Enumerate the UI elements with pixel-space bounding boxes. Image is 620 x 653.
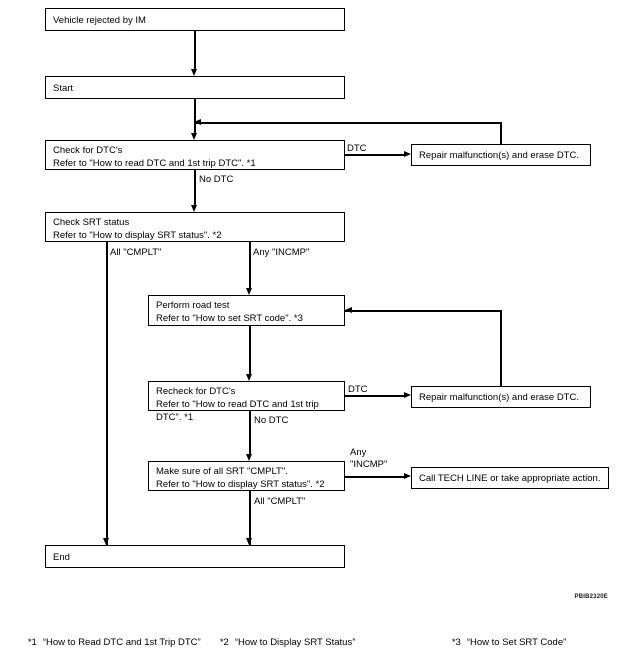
edge-label-all-cmplt-2: All "CMPLT" <box>254 496 306 507</box>
figure-code: PBIB2320E <box>574 594 608 600</box>
node-make-sure-srt[interactable]: Make sure of all SRT "CMPLT". Refer to "… <box>148 461 345 491</box>
node-repair-malfunction-1[interactable]: Repair malfunction(s) and erase DTC. <box>411 144 591 166</box>
connector-check-dtc-to-repair1 <box>344 154 404 156</box>
node-repair-malfunction-2[interactable]: Repair malfunction(s) and erase DTC. <box>411 386 591 408</box>
arrowhead-check-dtc-to-check-srt <box>191 205 197 212</box>
node-check-srt-status[interactable]: Check SRT status Refer to "How to displa… <box>45 212 345 242</box>
node-call-tech-line[interactable]: Call TECH LINE or take appropriate actio… <box>411 467 609 489</box>
arrowhead-all-cmplt-to-end <box>103 538 109 545</box>
footnotes: *1 “How to Read DTC and 1st Trip DTC” *2 “… <box>0 626 620 648</box>
arrowhead-make-sure-to-end <box>246 538 252 545</box>
footnote-2-mark: *2 <box>219 637 229 648</box>
footnote-1-mark: *1 <box>27 637 37 648</box>
arrowhead-start-to-check-dtc <box>191 133 197 140</box>
arrowhead-repair1-feedback <box>194 119 201 125</box>
edge-label-all-cmplt-1: All "CMPLT" <box>110 247 162 258</box>
connector-recheck-to-repair2 <box>345 395 404 397</box>
footnote-3: *3 “How to Set SRT Code” <box>436 626 566 653</box>
connector-vehicle-to-start <box>194 31 196 69</box>
footnote-3-text: “How to Set SRT Code” <box>466 637 567 648</box>
node-recheck-dtc[interactable]: Recheck for DTC's Refer to "How to read … <box>148 381 345 423</box>
arrowhead-recheck-to-make-sure <box>246 454 252 461</box>
connector-repair1-feedback-left <box>194 122 501 124</box>
connector-start-to-check-dtc <box>194 99 196 133</box>
arrowhead-make-sure-to-tech-line <box>404 473 411 479</box>
arrowhead-check-dtc-to-repair1 <box>404 151 411 157</box>
connector-make-sure-to-tech-line <box>345 476 404 478</box>
footnote-3-mark: *3 <box>451 637 461 648</box>
edge-label-any-incmp-2: Any "INCMP" <box>350 447 388 470</box>
node-start[interactable]: Start <box>45 76 345 99</box>
node-end[interactable]: End <box>45 545 345 568</box>
arrowhead-any-incmp-to-road-test <box>246 288 252 295</box>
connector-recheck-to-make-sure <box>249 411 251 455</box>
edge-label-any-incmp-1: Any "INCMP" <box>253 247 310 258</box>
arrowhead-road-test-to-recheck <box>246 374 252 381</box>
connector-check-srt-any-incmp <box>249 242 251 289</box>
connector-repair2-feedback-left <box>345 310 501 312</box>
footnote-1: *1 “How to Read DTC and 1st Trip DTC” <box>12 626 201 653</box>
footnote-2: *2 “How to Display SRT Status” <box>204 626 356 653</box>
arrowhead-recheck-to-repair2 <box>404 392 411 398</box>
node-vehicle-rejected[interactable]: Vehicle rejected by IM <box>45 8 345 31</box>
arrowhead-repair2-feedback <box>345 307 352 313</box>
footnote-2-text: “How to Display SRT Status” <box>234 637 356 648</box>
connector-check-srt-all-cmplt <box>106 242 108 545</box>
node-check-dtc[interactable]: Check for DTC's Refer to "How to read DT… <box>45 140 345 170</box>
edge-label-no-dtc-2: No DTC <box>254 415 289 426</box>
arrowhead-vehicle-to-start <box>191 69 197 76</box>
edge-label-dtc-2: DTC <box>348 384 368 395</box>
connector-check-dtc-to-check-srt <box>194 170 196 206</box>
connector-repair2-feedback-up <box>500 310 502 387</box>
connector-repair1-feedback-up <box>500 122 502 145</box>
node-perform-road-test[interactable]: Perform road test Refer to "How to set S… <box>148 295 345 326</box>
edge-label-dtc-1: DTC <box>347 143 367 154</box>
connector-road-test-to-recheck <box>249 326 251 374</box>
edge-label-no-dtc-1: No DTC <box>199 174 234 185</box>
footnote-1-text: “How to Read DTC and 1st Trip DTC” <box>42 637 201 648</box>
connector-make-sure-to-end <box>249 491 251 545</box>
